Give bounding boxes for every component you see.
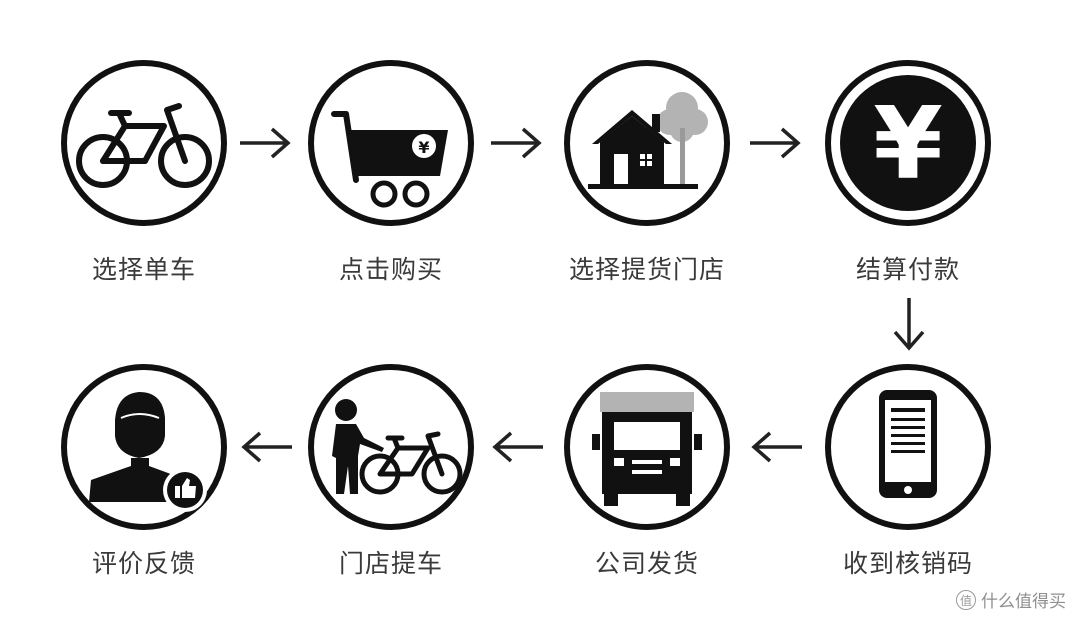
step-store-pickup [306, 362, 476, 532]
step-label-payment: 结算付款 [855, 255, 960, 284]
arrow-right-icon [240, 127, 291, 159]
step-select-bike [59, 58, 229, 228]
step-label-feedback: 评价反馈 [91, 549, 196, 578]
watermark-text: 什么值得买 [981, 592, 1066, 612]
person-with-bicycle-icon [308, 364, 474, 530]
bicycle-icon [61, 60, 227, 226]
step-label-company-shipping: 公司发货 [594, 549, 699, 578]
step-company-shipping [562, 362, 732, 532]
step-label-store-pickup: 门店提车 [338, 549, 443, 578]
store-house-icon [564, 60, 730, 226]
user-thumbs-up-icon [61, 364, 227, 530]
step-click-buy: ¥ [306, 58, 476, 228]
delivery-truck-icon [564, 364, 730, 530]
step-select-store [562, 58, 732, 228]
arrow-left-icon [492, 431, 543, 463]
yuan-symbol-text: ¥ [873, 85, 943, 202]
step-receive-code [823, 362, 993, 532]
step-label-click-buy: 点击购买 [338, 255, 443, 284]
smartphone-icon [825, 364, 991, 530]
arrow-right-icon [750, 127, 801, 159]
step-label-select-bike: 选择单车 [91, 255, 196, 284]
arrow-right-icon [491, 127, 542, 159]
yuan-payment-icon: ¥ [825, 60, 991, 226]
step-label-receive-code: 收到核销码 [842, 549, 973, 578]
step-payment: ¥ [823, 58, 993, 228]
step-label-select-store: 选择提货门店 [568, 255, 725, 284]
step-feedback [59, 362, 229, 532]
shopping-cart-icon: ¥ [308, 60, 474, 226]
arrow-left-icon [751, 431, 802, 463]
cart-yuan-text: ¥ [418, 138, 429, 157]
arrow-down-icon [893, 298, 925, 351]
watermark-logo-icon: 值 [956, 589, 976, 610]
watermark: 值 什么值得买 [956, 587, 1066, 612]
arrow-left-icon [241, 431, 292, 463]
